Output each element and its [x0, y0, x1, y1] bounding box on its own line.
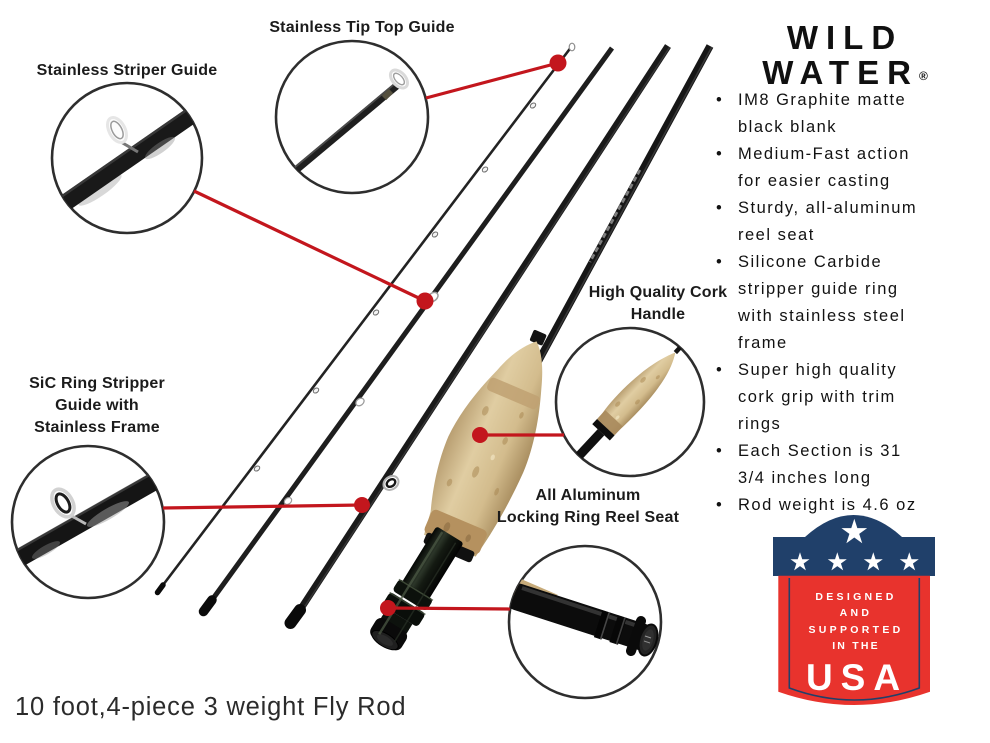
badge-text: DESIGNED [815, 591, 896, 603]
label-line: All Aluminum [535, 487, 641, 504]
leader-dot-tiptop [549, 54, 567, 72]
label-stainless-tip-top-guide: Stainless Tip Top Guide [262, 17, 462, 39]
blank-lettering [588, 169, 642, 263]
reel-seat [370, 527, 463, 651]
feature-list: IM8 Graphite matte black blank Medium-Fa… [712, 87, 922, 519]
rod-section-mid-lower [284, 44, 671, 629]
leader-line-reelseat [387, 606, 511, 611]
leader-line-sic [162, 503, 363, 510]
label-stainless-striper-guide: Stainless Striper Guide [27, 60, 227, 82]
leader-line-tiptop [425, 61, 559, 100]
label-line: SiC Ring Stripper [29, 375, 165, 392]
usa-badge: DESIGNED AND SUPPORTED IN THE USA [773, 515, 935, 705]
snake-guides [253, 102, 537, 472]
label-line: Locking Ring Reel Seat [496, 509, 680, 526]
feature-item: Sturdy, all-aluminum reel seat [712, 195, 922, 249]
callout-circles [10, 39, 706, 700]
badge-star-band [773, 537, 935, 576]
leader-dots [354, 54, 567, 616]
cork-handle [423, 330, 547, 563]
badge-usa-text: USA [806, 657, 908, 698]
leader-dot-cork [472, 427, 488, 443]
badge-text: SUPPORTED [808, 624, 903, 636]
leader-dot-sic [354, 497, 370, 513]
leader-dot-reelseat [380, 600, 396, 616]
label-line: Stainless Frame [34, 419, 160, 436]
leader-line-striper [193, 189, 426, 303]
label-line: High Quality Cork [588, 284, 728, 301]
leader-dot-striper [416, 292, 434, 310]
winding-check [529, 330, 547, 346]
badge-red-body [778, 575, 930, 705]
leader-lines [162, 61, 564, 611]
brand-logo: WILD WATER® [715, 20, 975, 94]
badge-text: IN THE [832, 640, 880, 652]
label-line: Stainless Striper Guide [36, 62, 218, 79]
feature-item: Super high quality cork grip with trim r… [712, 357, 922, 438]
feature-item: Medium-Fast action for easier casting [712, 141, 922, 195]
label-line: Guide with [55, 397, 139, 414]
label-high-quality-cork-handle: High Quality Cork Handle [572, 282, 744, 326]
badge-text: AND [840, 607, 873, 619]
cork-trim-ring-top [487, 377, 540, 410]
product-caption: 10 foot,4-piece 3 weight Fly Rod [15, 693, 407, 721]
rod-section-tip [154, 42, 576, 596]
label-line: Handle [630, 306, 686, 323]
label-sic-ring-stripper-guide: SiC Ring Stripper Guide with Stainless F… [13, 373, 181, 439]
feature-item: Each Section is 31 3/4 inches long [712, 438, 922, 492]
label-line: Stainless Tip Top Guide [269, 19, 455, 36]
brand-logo-line2: WATER® [762, 54, 928, 91]
feature-item: Rod weight is 4.6 oz [712, 492, 922, 519]
brand-logo-line1: WILD [786, 19, 904, 56]
feature-item: Silicone Carbide stripper guide ring wit… [712, 249, 922, 357]
feature-item: IM8 Graphite matte black blank [712, 87, 922, 141]
label-aluminum-reel-seat: All Aluminum Locking Ring Reel Seat [488, 485, 688, 529]
cork-trim-ring-bottom [424, 509, 487, 554]
badge-pinstripe [788, 578, 921, 701]
registered-mark: ® [918, 69, 928, 83]
tip-top-guide-icon [568, 42, 576, 52]
